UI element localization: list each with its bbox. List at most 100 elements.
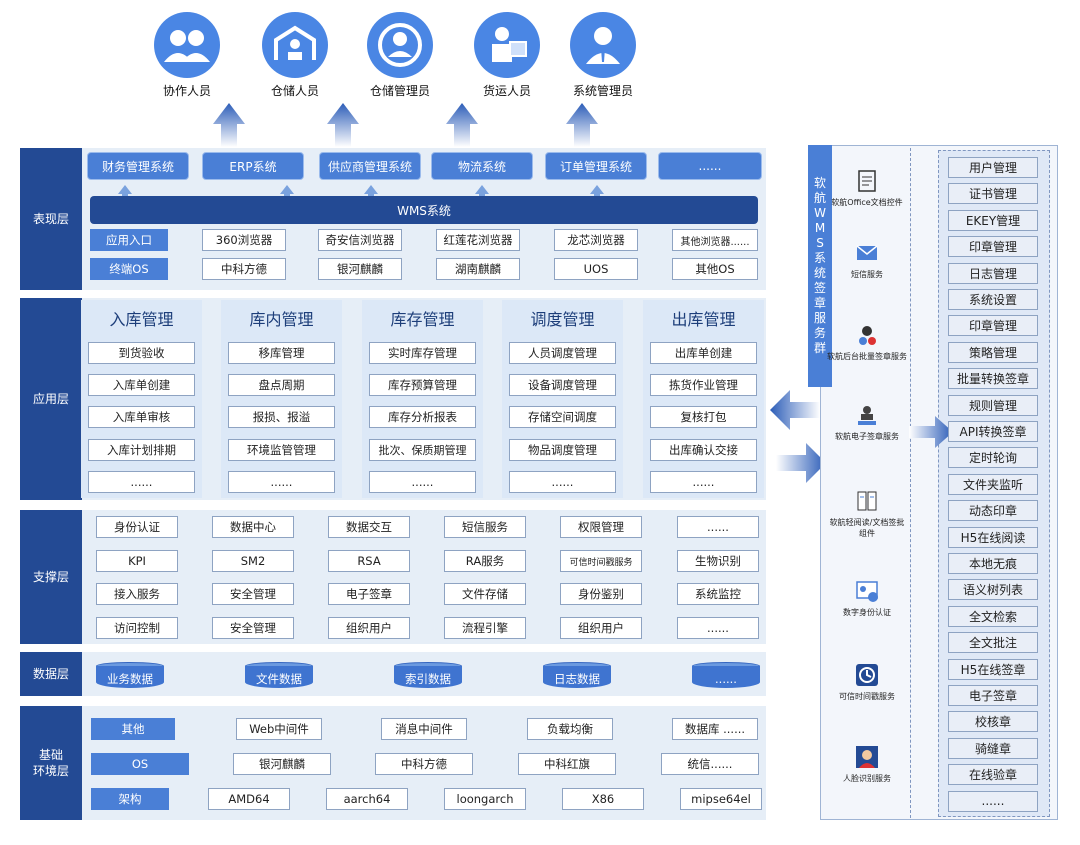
module-item[interactable]: 盘点周期 bbox=[228, 374, 335, 396]
function-box[interactable]: 校核章 bbox=[948, 711, 1038, 733]
browser-box[interactable]: 其他浏览器...... bbox=[672, 229, 758, 251]
module-item[interactable]: 设备调度管理 bbox=[509, 374, 616, 396]
function-box[interactable]: 系统设置 bbox=[948, 289, 1038, 310]
support-box[interactable]: RA服务 bbox=[444, 550, 526, 572]
base-box[interactable]: 消息中间件 bbox=[381, 718, 467, 740]
support-box[interactable]: 安全管理 bbox=[212, 583, 294, 605]
system-box[interactable]: ERP系统 bbox=[202, 152, 304, 180]
system-box[interactable]: ...... bbox=[658, 152, 762, 180]
service-item[interactable]: 可信时间戳服务 bbox=[827, 662, 907, 702]
system-box[interactable]: 供应商管理系统 bbox=[319, 152, 421, 180]
module-item[interactable]: 环境监管管理 bbox=[228, 439, 335, 461]
base-box[interactable]: 其他 bbox=[91, 718, 175, 740]
module-item[interactable]: ...... bbox=[650, 471, 757, 493]
os-box[interactable]: 终端OS bbox=[90, 258, 168, 280]
system-box[interactable]: 订单管理系统 bbox=[545, 152, 647, 180]
support-box[interactable]: RSA bbox=[328, 550, 410, 572]
support-box[interactable]: 生物识别 bbox=[677, 550, 759, 572]
os-box[interactable]: 中科方德 bbox=[202, 258, 286, 280]
os-box[interactable]: 银河麒麟 bbox=[318, 258, 402, 280]
module-item[interactable]: 物品调度管理 bbox=[509, 439, 616, 461]
base-box[interactable]: 负载均衡 bbox=[527, 718, 613, 740]
system-box[interactable]: 财务管理系统 bbox=[87, 152, 189, 180]
support-box[interactable]: 电子签章 bbox=[328, 583, 410, 605]
module-item[interactable]: 报损、报溢 bbox=[228, 406, 335, 428]
browser-box[interactable]: 360浏览器 bbox=[202, 229, 286, 251]
base-box[interactable]: aarch64 bbox=[326, 788, 408, 810]
function-box[interactable]: 印章管理 bbox=[948, 315, 1038, 337]
module-item[interactable]: 入库单创建 bbox=[88, 374, 195, 396]
service-item[interactable]: 人脸识别服务 bbox=[827, 744, 907, 784]
function-box[interactable]: 在线验章 bbox=[948, 764, 1038, 786]
function-box[interactable]: 日志管理 bbox=[948, 262, 1038, 284]
module-item[interactable]: 库存预算管理 bbox=[369, 374, 476, 396]
function-box[interactable]: 定时轮询 bbox=[948, 447, 1038, 469]
function-box[interactable]: 印章管理 bbox=[948, 236, 1038, 258]
support-box[interactable]: 安全管理 bbox=[212, 617, 294, 639]
function-box[interactable]: 全文批注 bbox=[948, 632, 1038, 654]
base-box[interactable]: Web中间件 bbox=[236, 718, 322, 740]
base-box[interactable]: AMD64 bbox=[208, 788, 290, 810]
function-box[interactable]: 语义树列表 bbox=[948, 579, 1038, 601]
service-item[interactable]: 短信服务 bbox=[827, 240, 907, 280]
service-item[interactable]: 软航电子签章服务 bbox=[827, 402, 907, 442]
module-item[interactable]: ...... bbox=[228, 471, 335, 493]
support-box[interactable]: 数据交互 bbox=[328, 516, 410, 538]
support-box[interactable]: 流程引擎 bbox=[444, 617, 526, 639]
function-box[interactable]: 骑缝章 bbox=[948, 737, 1038, 759]
base-box[interactable]: 中科方德 bbox=[375, 753, 473, 775]
os-box[interactable]: UOS bbox=[554, 258, 638, 280]
module-item[interactable]: 移库管理 bbox=[228, 342, 335, 364]
base-box[interactable]: loongarch bbox=[444, 788, 526, 810]
module-item[interactable]: 复核打包 bbox=[650, 406, 757, 428]
base-box[interactable]: 架构 bbox=[91, 788, 169, 810]
function-box[interactable]: H5在线阅读 bbox=[948, 526, 1038, 548]
browser-box[interactable]: 龙芯浏览器 bbox=[554, 229, 638, 251]
module-item[interactable]: ...... bbox=[509, 471, 616, 493]
base-box[interactable]: 统信...... bbox=[661, 753, 759, 775]
os-box[interactable]: 湖南麒麟 bbox=[436, 258, 520, 280]
function-box[interactable]: 策略管理 bbox=[948, 341, 1038, 363]
system-box[interactable]: 物流系统 bbox=[431, 152, 533, 180]
function-box[interactable]: 全文检索 bbox=[948, 605, 1038, 627]
base-box[interactable]: 中科红旗 bbox=[518, 753, 616, 775]
base-box[interactable]: 银河麒麟 bbox=[233, 753, 331, 775]
module-item[interactable]: 入库计划排期 bbox=[88, 439, 195, 461]
function-box[interactable]: 电子签章 bbox=[948, 685, 1038, 706]
support-box[interactable]: 可信时间戳服务 bbox=[560, 550, 642, 572]
support-box[interactable]: 访问控制 bbox=[96, 617, 178, 639]
function-box[interactable]: 证书管理 bbox=[948, 183, 1038, 205]
support-box[interactable]: SM2 bbox=[212, 550, 294, 572]
module-item[interactable]: 批次、保质期管理 bbox=[369, 439, 476, 461]
base-box[interactable]: X86 bbox=[562, 788, 644, 810]
module-item[interactable]: ...... bbox=[369, 471, 476, 493]
support-box[interactable]: 系统监控 bbox=[677, 583, 759, 605]
browser-box[interactable]: 应用入口 bbox=[90, 229, 168, 251]
module-item[interactable]: 入库单审核 bbox=[88, 406, 195, 428]
module-item[interactable]: 实时库存管理 bbox=[369, 342, 476, 364]
module-item[interactable]: 到货验收 bbox=[88, 342, 195, 364]
module-item[interactable]: 出库单创建 bbox=[650, 342, 757, 364]
support-box[interactable]: 身份鉴别 bbox=[560, 583, 642, 605]
function-box[interactable]: ...... bbox=[948, 790, 1038, 812]
function-box[interactable]: 动态印章 bbox=[948, 500, 1038, 522]
function-box[interactable]: 本地无痕 bbox=[948, 553, 1038, 574]
function-box[interactable]: API转换签章 bbox=[948, 421, 1038, 442]
os-box[interactable]: 其他OS bbox=[672, 258, 758, 280]
function-box[interactable]: 用户管理 bbox=[948, 157, 1038, 178]
support-box[interactable]: KPI bbox=[96, 550, 178, 572]
service-item[interactable]: 软航后台批量签章服务 bbox=[827, 322, 907, 362]
module-item[interactable]: 存储空间调度 bbox=[509, 406, 616, 428]
support-box[interactable]: 接入服务 bbox=[96, 583, 178, 605]
browser-box[interactable]: 奇安信浏览器 bbox=[318, 229, 402, 251]
function-box[interactable]: 规则管理 bbox=[948, 394, 1038, 416]
module-item[interactable]: 出库确认交接 bbox=[650, 439, 757, 461]
function-box[interactable]: H5在线签章 bbox=[948, 658, 1038, 680]
support-box[interactable]: 组织用户 bbox=[560, 617, 642, 639]
support-box[interactable]: 数据中心 bbox=[212, 516, 294, 538]
base-box[interactable]: OS bbox=[91, 753, 189, 775]
service-item[interactable]: 软航Office文档控件 bbox=[827, 168, 907, 208]
service-item[interactable]: 软航轻阅读/文档签批组件 bbox=[827, 488, 907, 539]
browser-box[interactable]: 红莲花浏览器 bbox=[436, 229, 520, 251]
base-box[interactable]: 数据库 ...... bbox=[672, 718, 758, 740]
